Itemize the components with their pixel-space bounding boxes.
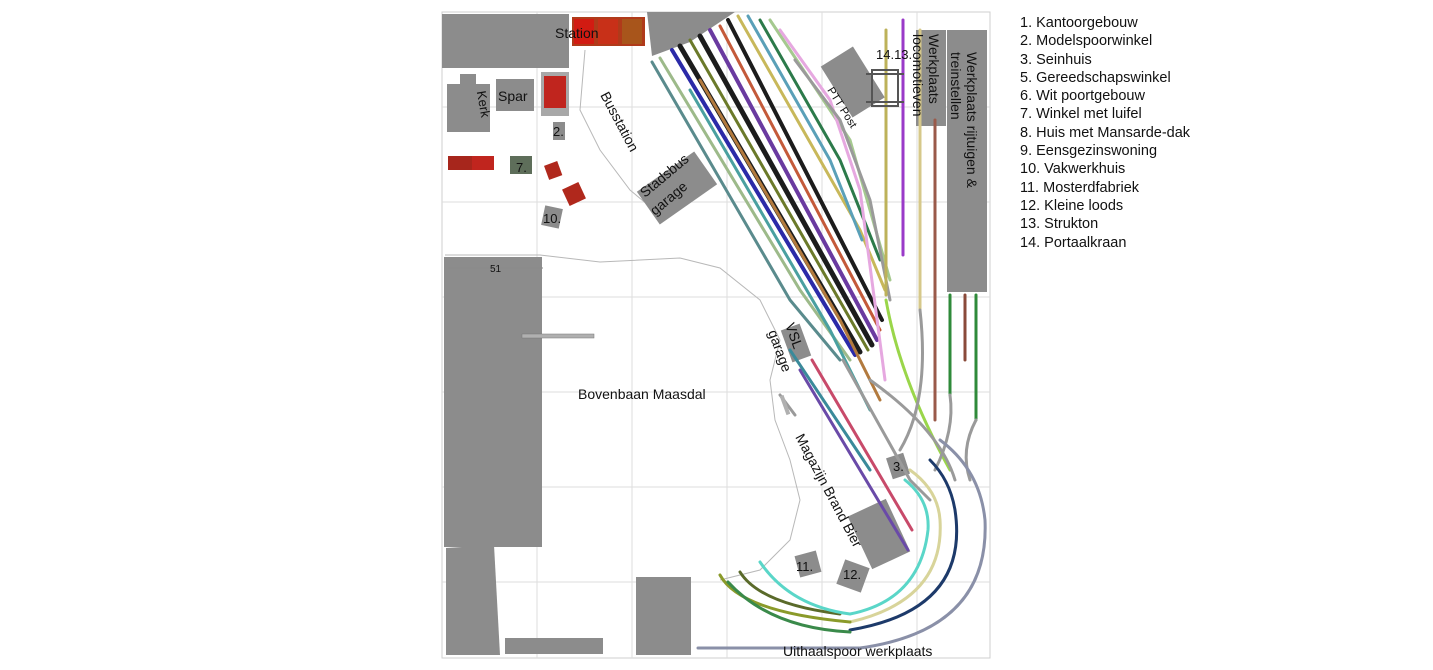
terrain-outlines bbox=[445, 29, 801, 581]
label-51: 51 bbox=[490, 264, 502, 275]
label-14-13: 14.13. bbox=[876, 47, 912, 62]
building-11 bbox=[794, 550, 822, 578]
building-12 bbox=[836, 559, 870, 593]
werkplaats-rijtuigen-building bbox=[947, 30, 987, 292]
label-werkplaats-rijtuigen: Werkplaats rijtuigen & bbox=[964, 52, 980, 189]
legend: 1. Kantoorgebouw 2. Modelspoorwinkel 3. … bbox=[1020, 14, 1190, 252]
model-7 bbox=[510, 156, 532, 174]
curve-tracks bbox=[696, 438, 987, 650]
works-tracks bbox=[868, 18, 978, 482]
building-models bbox=[448, 17, 645, 206]
model-9 bbox=[562, 182, 586, 206]
label-locomotieven: locomotieven bbox=[910, 34, 926, 117]
label-spar: Spar bbox=[498, 88, 528, 104]
legend-item: 3. Seinhuis bbox=[1020, 51, 1092, 68]
label-kerk: Kerk bbox=[474, 90, 494, 119]
label-7: 7. bbox=[516, 160, 527, 175]
building-bottom-center bbox=[636, 577, 691, 655]
label-11: 11. bbox=[796, 559, 813, 574]
legend-item: 12. Kleine loods bbox=[1020, 197, 1124, 214]
building-51 bbox=[444, 257, 542, 547]
station-building-left bbox=[442, 14, 569, 68]
vsl-garage-building bbox=[780, 323, 812, 363]
legend-item: 1. Kantoorgebouw bbox=[1020, 15, 1138, 31]
legend-item: 14. Portaalkraan bbox=[1020, 234, 1127, 251]
yard-tracks bbox=[650, 14, 892, 412]
label-station: Station bbox=[555, 25, 599, 41]
legend-item: 9. Eensgezinswoning bbox=[1020, 143, 1158, 160]
legend-item: 13. Strukton bbox=[1020, 216, 1099, 233]
ptt-post-building bbox=[820, 46, 885, 118]
building-2 bbox=[553, 122, 565, 140]
model-8 bbox=[544, 161, 563, 180]
legend-item: 11. Mosterdfabriek bbox=[1020, 179, 1140, 196]
portaalkraan bbox=[866, 69, 904, 107]
label-werkplaats: Werkplaats bbox=[926, 34, 942, 104]
siding-stub bbox=[779, 394, 791, 416]
label-uithaalspoor: Uithaalspoor werkplaats bbox=[783, 643, 932, 659]
legend-item: 6. Wit poortgebouw bbox=[1020, 88, 1145, 105]
magazijn-building bbox=[847, 498, 911, 570]
spar-building bbox=[496, 79, 534, 111]
label-treinstellen: treinstellen bbox=[948, 52, 964, 120]
label-10: 10. bbox=[543, 211, 561, 226]
legend-item: 7. Winkel met luifel bbox=[1020, 106, 1142, 123]
platform-strip bbox=[521, 333, 595, 339]
label-3: 3. bbox=[893, 459, 904, 474]
legend-item: 5. Gereedschapswinkel bbox=[1020, 69, 1171, 86]
building-3 bbox=[886, 452, 910, 480]
station-building-right bbox=[647, 12, 735, 56]
label-2: 2. bbox=[553, 124, 564, 139]
stadsbus-garage-building bbox=[636, 151, 718, 225]
legend-item: 10. Vakwerkhuis bbox=[1020, 161, 1126, 178]
building-10 bbox=[541, 205, 563, 229]
label-bovenbaan: Bovenbaan Maasdal bbox=[578, 386, 706, 402]
label-12: 12. bbox=[843, 567, 861, 582]
building-bottom-mid bbox=[505, 638, 603, 654]
kerk-building bbox=[447, 74, 490, 132]
legend-item: 8. Huis met Mansarde-dak bbox=[1020, 124, 1191, 141]
lower-tracks bbox=[778, 348, 932, 552]
building-bottom-left bbox=[446, 545, 500, 655]
legend-item: 2. Modelspoorwinkel bbox=[1020, 33, 1153, 50]
buildings bbox=[442, 12, 987, 655]
